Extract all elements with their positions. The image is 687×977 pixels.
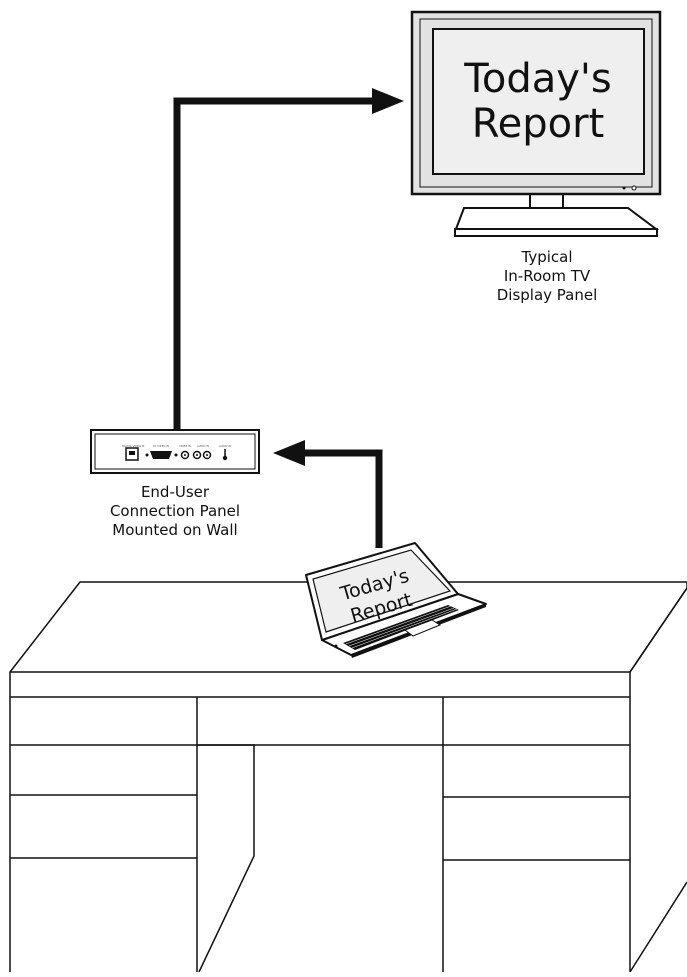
panel-caption-line1: End-User <box>141 483 210 501</box>
connection-panel-caption: End-User Connection Panel Mounted on Wal… <box>110 483 240 539</box>
tv-caption-line3: Display Panel <box>497 286 598 304</box>
port-label-pc-video: PC VIDEO IN <box>153 444 169 448</box>
panel-caption-line3: Mounted on Wall <box>112 521 237 539</box>
tv-caption: Typical In-Room TV Display Panel <box>497 248 598 304</box>
tv-stand <box>455 192 657 236</box>
rca-audio-right-port-icon <box>204 452 211 459</box>
tv-power-button <box>632 186 636 190</box>
arrow-laptop-to-panel <box>273 440 379 548</box>
port-label-audio: AUDIO IN <box>197 444 209 448</box>
tv-caption-line1: Typical <box>521 248 573 266</box>
port-label-audio-2: AUDIO IN <box>219 444 231 448</box>
port-label-video: VIDEO IN <box>179 444 191 448</box>
tv-caption-line2: In-Room TV <box>504 267 591 285</box>
connection-panel: DIGITAL VIDEO IN PC VIDEO IN VIDEO IN AU… <box>91 430 259 473</box>
tv-screen-line2: Report <box>472 101 605 147</box>
hdmi-port-icon <box>126 448 138 460</box>
tv-display: Today's Report <box>412 12 660 236</box>
rca-audio-left-port-icon <box>194 452 201 459</box>
rca-video-port-icon <box>182 452 189 459</box>
tv-screen-line1: Today's <box>463 56 612 102</box>
panel-caption-line2: Connection Panel <box>110 502 240 520</box>
arrow-panel-to-tv <box>177 88 404 430</box>
tv-power-led <box>623 187 626 190</box>
